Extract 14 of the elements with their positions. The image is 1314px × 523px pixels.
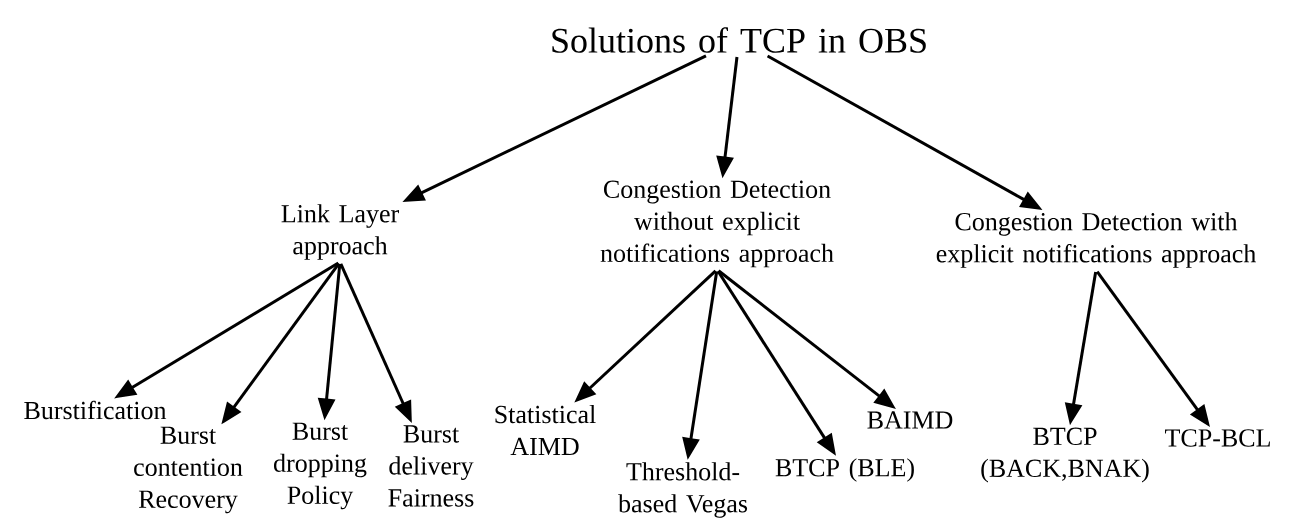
leaf-label: BAIMD xyxy=(867,411,953,429)
leaf-label: BTCP (BACK,BNAK) xyxy=(981,427,1149,483)
leaf-label: BTCP (BLE) xyxy=(775,458,914,482)
leaf-label: Burst delivery Fairness xyxy=(388,425,474,507)
leaf-label: Burstification xyxy=(24,400,167,420)
category-label: Congestion Detection without explicit notifications approach xyxy=(600,180,834,268)
category-label: Congestion Detection with explicit notifications approach xyxy=(936,212,1256,268)
leaf-label: TCP-BCL xyxy=(1165,429,1270,447)
leaf-label: Threshold-based Vegas xyxy=(618,462,748,518)
heading-text: Solutions of TCP in OBS xyxy=(552,27,926,53)
leaf-label: Burst dropping Policy xyxy=(274,422,367,510)
leaf-label: Statistical AIMD xyxy=(495,404,596,456)
category-label: Link Layer approach xyxy=(281,204,399,260)
leaf-label: Burst contention Recovery xyxy=(134,426,243,514)
